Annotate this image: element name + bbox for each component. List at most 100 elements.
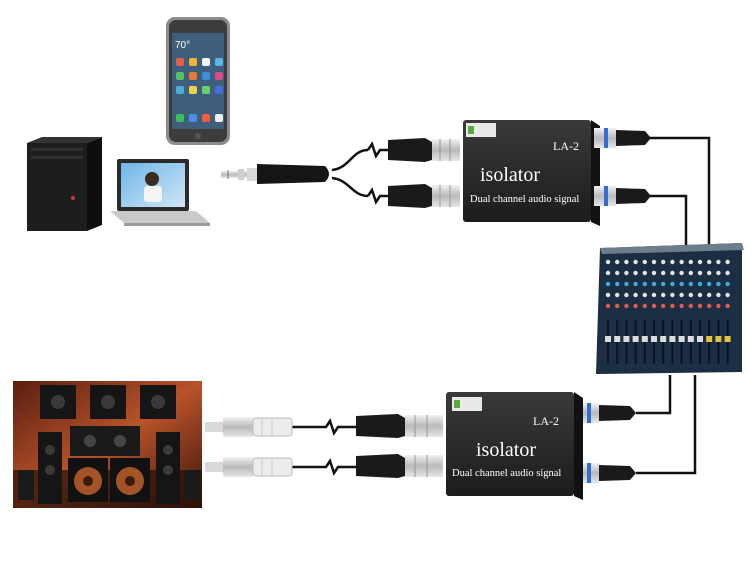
cable-rca-lower (292, 458, 356, 476)
mixer-fader-cap (669, 336, 676, 342)
mixer-knob (725, 270, 730, 276)
mixer-knob (605, 303, 611, 309)
app-grid-icon (176, 58, 223, 122)
mixer-knob (688, 259, 693, 265)
mixer-knob (642, 270, 647, 276)
isolator-top-subtitle: Dual channel audio signal (470, 194, 579, 205)
mixer-knob (679, 270, 684, 276)
mixer-knob (661, 281, 666, 287)
laptop-icon (110, 159, 210, 226)
rca-connector-icon (205, 457, 293, 477)
mixer-knob (679, 259, 684, 265)
mixer-fader-cap (724, 336, 731, 342)
mixer-knob (605, 281, 611, 287)
mixer-knob (651, 292, 657, 298)
mixer-knob (725, 303, 730, 309)
mixer-knob (633, 292, 638, 298)
mixer-fader-cap (660, 336, 667, 342)
mixer-knob (697, 259, 703, 265)
mixer-knob (707, 281, 712, 287)
desktop-tower-icon (27, 137, 102, 231)
mixer-knob (707, 270, 712, 276)
mixer-knob (661, 292, 666, 298)
xlr-connector-icon (577, 463, 636, 483)
mixer-knob (605, 270, 611, 276)
mixer-knob (651, 303, 657, 309)
mixer-knob (633, 270, 638, 276)
mixer-knob (688, 270, 693, 276)
cable-y-lower (331, 176, 369, 198)
mixer-knob (716, 292, 721, 298)
mixer-knob (697, 303, 703, 309)
mixer-knob (615, 303, 620, 309)
mixer-fader-cap (706, 336, 713, 342)
mixer-icon (596, 243, 744, 374)
mixer-fader-cap (614, 336, 621, 342)
mixer-knob (651, 270, 657, 276)
mixer-fader-cap (715, 336, 722, 342)
mixer-knob (725, 259, 730, 265)
rca-connector-icon (205, 417, 293, 437)
mixer-knob (670, 292, 675, 298)
cable-break-lower (366, 187, 388, 205)
mixer-fader-cap (651, 336, 657, 342)
mixer-knob (725, 292, 730, 298)
isolator-bottom-subtitle: Dual channel audio signal (452, 468, 561, 479)
mixer-knob (605, 259, 611, 265)
mixer-fader-cap (605, 336, 611, 342)
mixer-knob (670, 270, 675, 276)
isolator-top: LA-2 isolator Dual channel audio signal (463, 120, 600, 226)
mixer-knob (633, 281, 638, 287)
mixer-knob (642, 303, 647, 309)
mixer-knob (716, 303, 721, 309)
isolator-bottom-name: isolator (476, 439, 536, 461)
cable-top-out-2 (650, 194, 688, 246)
mixer-knob (615, 281, 620, 287)
mixer-knob (707, 292, 712, 298)
mixer-knob (651, 259, 657, 265)
mixer-knob (661, 303, 666, 309)
mixer-knob (697, 281, 703, 287)
mixer-knob (624, 270, 629, 276)
mixer-knob (716, 259, 721, 265)
xlr-connector-icon (594, 128, 651, 148)
xlr-connector-icon (388, 184, 460, 208)
mixer-knob (624, 281, 629, 287)
mixer-knob (725, 281, 730, 287)
mixer-knob (679, 292, 684, 298)
mixer-knob (633, 259, 638, 265)
mixer-knob (670, 281, 675, 287)
mixer-knob (716, 281, 721, 287)
mixer-knob (642, 292, 647, 298)
mixer-knob (661, 259, 666, 265)
isolator-bottom-model: LA-2 (533, 414, 559, 428)
xlr-connector-icon (356, 414, 443, 438)
cable-bottom-in-1 (636, 375, 672, 415)
mixer-channel-strips (605, 259, 731, 364)
xlr-connector-icon (356, 454, 443, 478)
mixer-knob (688, 292, 693, 298)
isolator-top-name: isolator (480, 164, 540, 186)
smartphone-icon: 70° (166, 17, 230, 145)
mixer-fader-cap (697, 336, 703, 342)
mixer-knob (642, 259, 647, 265)
isolator-top-model: LA-2 (553, 139, 579, 153)
cable-y-upper (331, 148, 369, 172)
cable-break-upper (366, 141, 388, 159)
mixer-knob (716, 270, 721, 276)
mixer-knob (615, 259, 620, 265)
mixer-knob (661, 270, 666, 276)
mixer-knob (670, 303, 675, 309)
mixer-fader-cap (678, 336, 685, 342)
mixer-fader-cap (632, 336, 639, 342)
phone-clock: 70° (175, 40, 190, 51)
mixer-fader-cap (623, 336, 630, 342)
mixer-knob (697, 292, 703, 298)
mixer-knob (670, 259, 675, 265)
mixer-knob (679, 303, 684, 309)
speaker-system-icon (13, 381, 202, 508)
mixer-knob (624, 303, 629, 309)
cable-rca-upper (292, 418, 356, 436)
mixer-knob (624, 292, 629, 298)
